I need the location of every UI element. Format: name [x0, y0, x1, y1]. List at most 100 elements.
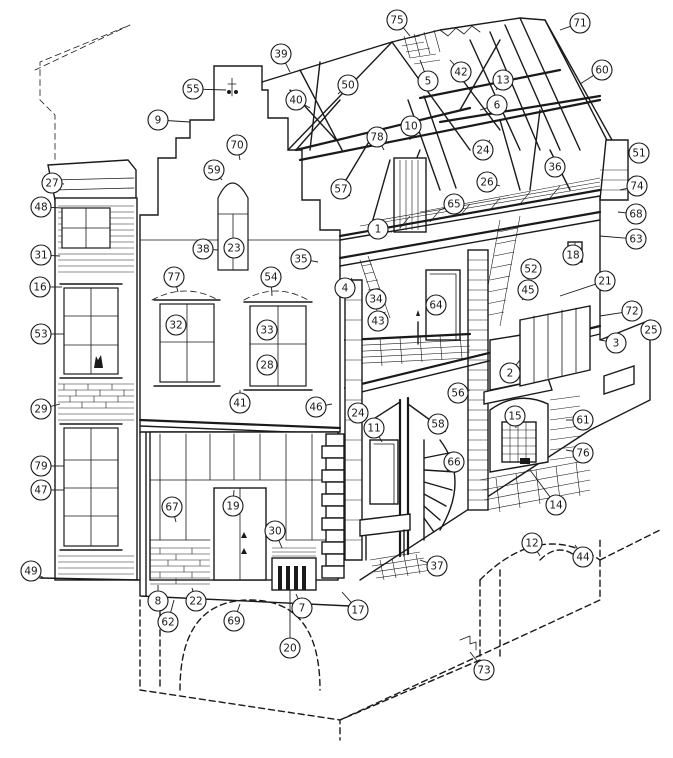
callout-leader [285, 62, 291, 73]
callout-label: 58 [431, 419, 444, 431]
callout-77: 77 [163, 266, 185, 293]
callout-2: 2 [499, 359, 521, 384]
callout-circle [504, 405, 526, 427]
callout-leader [496, 184, 501, 187]
callout-label: 70 [230, 140, 243, 152]
callout-circle [572, 546, 594, 568]
callout-leader [202, 88, 227, 91]
callout-circle [223, 237, 245, 259]
callout-label: 41 [233, 398, 246, 410]
callout-circle [161, 496, 183, 518]
callout-circle [30, 196, 52, 218]
callout-34: 34 [365, 288, 387, 310]
callout-circle [517, 279, 539, 301]
callout-42: 42 [449, 59, 472, 83]
callout-73: 73 [469, 651, 495, 681]
callout-60: 60 [579, 59, 613, 85]
callout-circle [562, 244, 584, 266]
callout-label: 62 [161, 617, 174, 629]
callout-1: 1 [367, 218, 393, 240]
callout-label: 65 [447, 199, 460, 211]
callout-circle [30, 323, 52, 345]
callout-label: 56 [451, 388, 465, 400]
callout-10: 10 [400, 115, 422, 141]
callout-68: 68 [617, 203, 647, 225]
callout-78: 78 [366, 126, 388, 151]
callout-circle [486, 94, 508, 116]
callout-leader [325, 403, 333, 406]
callout-leader [304, 104, 311, 109]
callout-label: 11 [367, 423, 380, 435]
callout-11: 11 [363, 417, 385, 443]
callout-label: 43 [371, 316, 384, 328]
callout-circle [625, 228, 647, 250]
callout-leader [174, 516, 177, 523]
callout-circle [572, 442, 594, 464]
callout-62: 62 [157, 599, 179, 633]
callout-72: 72 [599, 300, 643, 322]
callout-71: 71 [559, 12, 591, 34]
callout-36: 36 [544, 156, 566, 178]
callout-label: 36 [548, 162, 562, 174]
callout-45: 45 [517, 279, 539, 301]
callout-41: 41 [229, 390, 251, 414]
callout-circle [279, 637, 301, 659]
callout-circle [229, 392, 251, 414]
callout-76: 76 [565, 442, 594, 464]
callout-circle [492, 69, 514, 91]
callout-label: 68 [629, 209, 642, 221]
callout-label: 29 [34, 404, 47, 416]
callout-label: 4 [342, 283, 349, 295]
callout-circle [270, 43, 292, 65]
callout-leader [449, 59, 455, 65]
callout-39: 39 [270, 43, 292, 73]
callout-circle [400, 115, 422, 137]
callout-label: 46 [309, 402, 323, 414]
callout-circle [203, 159, 225, 181]
callout-52: 52 [520, 257, 542, 280]
callout-31: 31 [30, 244, 61, 266]
callout-leader [341, 591, 352, 603]
callout-40: 40 [285, 89, 311, 111]
callout-63: 63 [599, 228, 647, 250]
callout-47: 47 [30, 479, 64, 501]
callout-circle [366, 126, 388, 148]
callout-19: 19 [222, 489, 244, 517]
callout-circle [572, 409, 594, 431]
callout-label: 54 [264, 272, 278, 284]
callout-label: 1 [375, 224, 382, 236]
callout-leader [402, 27, 411, 37]
callout-circle [521, 532, 543, 554]
callout-circle [544, 156, 566, 178]
callout-label: 23 [227, 243, 240, 255]
callout-circle [222, 495, 244, 517]
callout-circle [305, 396, 327, 418]
callout-leader [599, 312, 623, 317]
callout-circle [226, 134, 248, 156]
callout-3: 3 [599, 332, 627, 354]
callout-20: 20 [279, 590, 301, 659]
callout-circle [30, 398, 52, 420]
callout-circle [264, 520, 286, 542]
callout-leader [419, 59, 425, 72]
callout-circle [473, 659, 495, 681]
callout-label: 78 [370, 132, 383, 144]
callout-label: 67 [165, 502, 178, 514]
callout-label: 44 [576, 552, 590, 564]
callout-circle [330, 178, 352, 200]
callout-circle [367, 218, 389, 240]
callout-circle [337, 74, 359, 96]
callout-circle [625, 203, 647, 225]
callout-label: 2 [507, 368, 514, 380]
callout-leader [378, 436, 383, 443]
callout-6: 6 [479, 94, 508, 116]
left-neighbour-house [39, 159, 141, 581]
callout-circle [365, 288, 387, 310]
callout-label: 50 [341, 80, 354, 92]
callout-59: 59 [203, 159, 225, 181]
callout-label: 77 [167, 272, 180, 284]
callout-circle [545, 494, 567, 516]
callout-circle [594, 270, 616, 292]
callout-circle [334, 277, 356, 299]
callout-22: 22 [185, 587, 207, 612]
